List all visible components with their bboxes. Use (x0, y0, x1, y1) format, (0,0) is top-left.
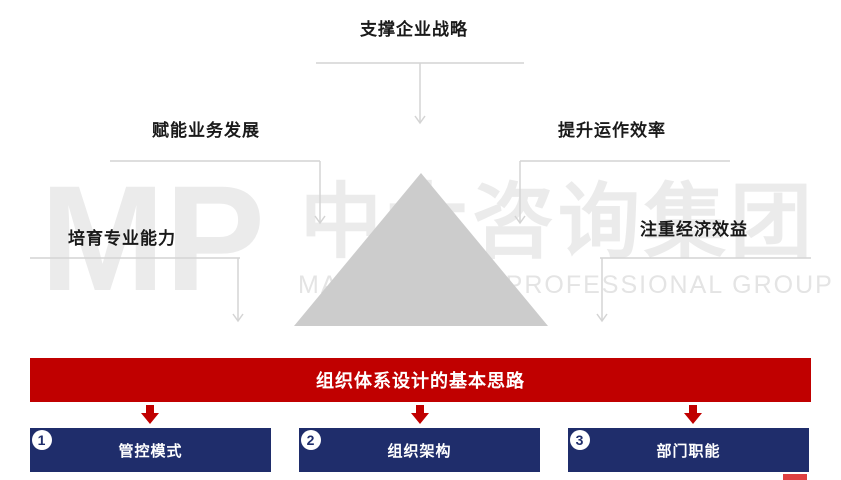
connector-lines (30, 62, 811, 320)
box-label: 部门职能 (656, 441, 721, 460)
connector-arrowheads (232, 115, 608, 323)
box-org-structure: 2 组织架构 (299, 428, 540, 472)
corner-mark (783, 474, 807, 480)
red-down-arrow-icon (684, 405, 702, 424)
box-label: 组织架构 (387, 441, 452, 460)
goal-low-left: 培育专业能力 (68, 229, 176, 249)
goal-top: 支撑企业战略 (360, 20, 468, 40)
box-dept-functions: 3 部门职能 (568, 428, 809, 472)
design-approach-banner: 组织体系设计的基本思路 (30, 358, 811, 402)
box-number-badge: 3 (570, 430, 590, 450)
box-number-badge: 1 (32, 430, 52, 450)
box-control-mode: 1 管控模式 (30, 428, 271, 472)
red-down-arrow-icon (141, 405, 159, 424)
watermark-logo: MP (40, 154, 265, 322)
box-label: 管控模式 (118, 441, 183, 460)
goal-mid-right: 提升运作效率 (558, 121, 666, 141)
goal-mid-left: 赋能业务发展 (152, 121, 260, 141)
center-triangle (294, 173, 548, 326)
goal-low-right: 注重经济效益 (640, 220, 748, 240)
red-down-arrow-icon (411, 405, 429, 424)
box-number-badge: 2 (301, 430, 321, 450)
banner-title: 组织体系设计的基本思路 (316, 371, 525, 392)
